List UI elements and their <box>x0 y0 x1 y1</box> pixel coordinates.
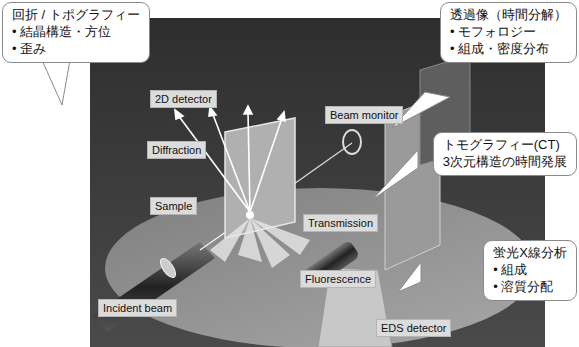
part-label: Fluorescence <box>300 270 376 288</box>
label-text: • 組成・密度分布 <box>450 41 567 58</box>
label-text: Transmission <box>308 216 373 230</box>
label-text: Sample <box>155 199 192 213</box>
label-text: • 溶質分配 <box>493 279 567 296</box>
label-text: EDS detector <box>381 321 446 335</box>
callout-bubble: トモグラフィー(CT)3次元構造の時間発展 <box>433 132 577 176</box>
callout-bubble: 蛍光X線分析• 組成• 溶質分配 <box>483 240 577 301</box>
label-text: Fluorescence <box>305 272 371 286</box>
part-label: Sample <box>150 197 197 215</box>
part-label: Incident beam <box>98 299 177 317</box>
label-text: • 歪み <box>12 41 140 58</box>
part-label: 2D detector <box>150 90 217 108</box>
callout-heading: 蛍光X線分析 <box>493 245 567 262</box>
part-label: Beam monitor <box>325 106 403 124</box>
callout-bubble: 透過像（時間分解）• モフォロジー• 組成・密度分布 <box>440 2 577 63</box>
label-text: • モフォロジー <box>450 24 567 41</box>
callout-heading: 回折 / トポグラフィー <box>12 7 140 24</box>
part-label: Transmission <box>303 214 378 232</box>
callout-heading: トモグラフィー(CT) <box>443 137 567 154</box>
label-text: Diffraction <box>152 143 201 157</box>
part-label: EDS detector <box>376 319 451 337</box>
callout-heading: 透過像（時間分解） <box>450 7 567 24</box>
label-text: • 組成 <box>493 262 567 279</box>
label-text: 3次元構造の時間発展 <box>443 154 567 171</box>
label-text: Beam monitor <box>330 108 398 122</box>
label-text: • 結晶構造・方位 <box>12 24 140 41</box>
label-text: Incident beam <box>103 301 172 315</box>
part-label: Diffraction <box>147 141 206 159</box>
label-text: 2D detector <box>155 92 212 106</box>
callout-bubble: 回折 / トポグラフィー• 結晶構造・方位• 歪み <box>2 2 150 63</box>
